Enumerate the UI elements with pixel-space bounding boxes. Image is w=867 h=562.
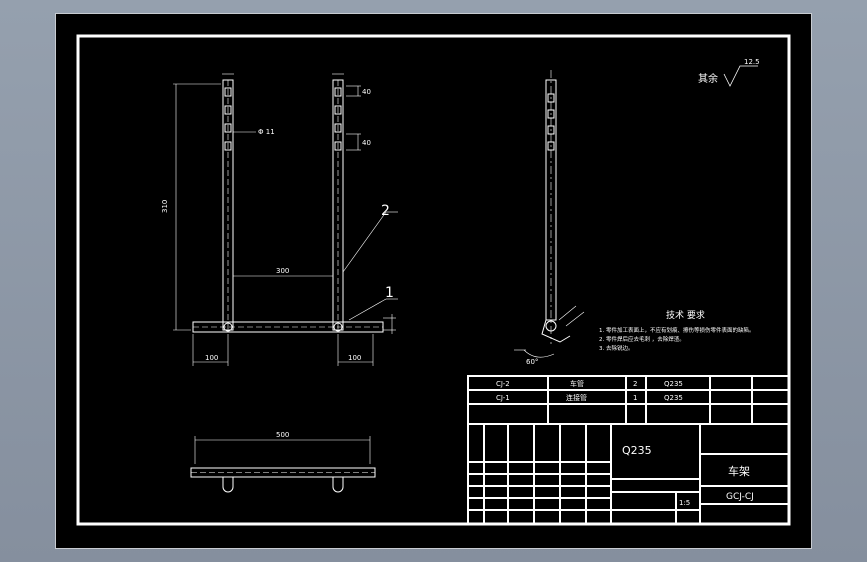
callout-1: 1 (385, 285, 394, 301)
part-code-2: CJ-1 (496, 394, 510, 402)
dim-bottom-width: 500 (276, 431, 289, 439)
dim-left-offset: 100 (205, 354, 218, 362)
scale: 1:5 (679, 499, 690, 507)
dim-pitch-top: 40 (362, 88, 371, 96)
part-code-1: CJ-2 (496, 380, 510, 388)
part-material-1: Q235 (664, 380, 683, 388)
callout-2: 2 (381, 203, 390, 219)
tech-req-title: 技术 要求 (666, 309, 705, 321)
engineering-drawing: 2 1 310 300 100 100 500 Φ 11 40 40 60° 其… (76, 34, 791, 526)
drawing-sheet: 2 1 310 300 100 100 500 Φ 11 40 40 60° 其… (55, 13, 812, 549)
front-view (173, 73, 398, 366)
callout-1-leader (348, 298, 387, 321)
dim-hole: Φ 11 (258, 128, 275, 136)
dim-height: 310 (161, 200, 169, 213)
part-material-2: Q235 (664, 394, 683, 402)
part-name: 车架 (728, 464, 750, 478)
part-name-2: 连接管 (566, 393, 587, 402)
surface-finish-symbol (723, 65, 758, 87)
tech-req-line2: 2. 零件焊后应去毛刺 ，去除焊渣。 (599, 335, 685, 343)
part-qty-1: 2 (633, 380, 637, 388)
part-name-1: 车管 (570, 379, 584, 388)
dim-spacing: 300 (276, 267, 289, 275)
part-qty-2: 1 (633, 394, 637, 402)
tech-req-line3: 3. 去除锐边。 (599, 344, 634, 352)
surface-finish-label: 其余 (698, 72, 718, 85)
callout-2-leader (342, 211, 387, 273)
dim-pitch-bottom: 40 (362, 139, 371, 147)
side-vertical-tube (545, 79, 557, 321)
side-view (514, 70, 585, 358)
drawing-no: GCJ-CJ (726, 492, 754, 502)
tech-req-line1: 1. 零件加工表面上，不应有划痕、擦伤等损伤零件表面的缺陷。 (599, 326, 755, 334)
dim-angle: 60° (526, 358, 538, 366)
top-view (190, 436, 376, 493)
title-block (467, 375, 790, 525)
surface-finish-value: 12.5 (744, 58, 760, 66)
drawing-border (76, 34, 791, 526)
material-big: Q235 (622, 444, 652, 457)
dim-right-offset: 100 (348, 354, 361, 362)
